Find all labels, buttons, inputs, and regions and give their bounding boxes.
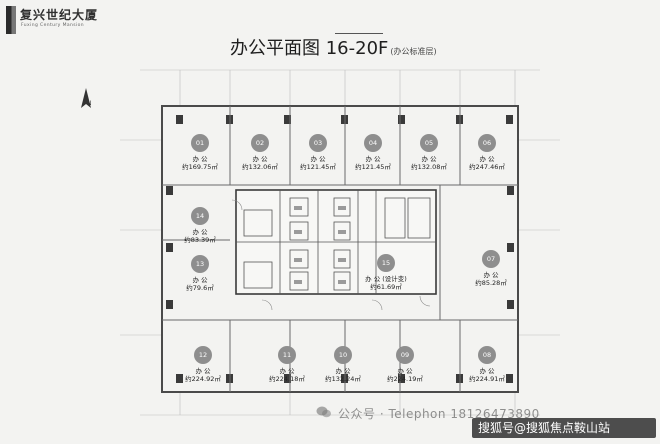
unit-number-badge: 10 [334, 346, 352, 364]
unit-area: 约169.75㎡ [182, 163, 218, 171]
unit-11: 11 办 公 约224.18㎡ [252, 346, 322, 383]
page-title-sub: (办公标准层) [390, 47, 437, 56]
unit-area: 约224.92㎡ [185, 375, 221, 383]
unit-label: 办 公 [192, 276, 208, 284]
unit-08: 08 办 公 约224.91㎡ [452, 346, 522, 383]
unit-area: 约121.45㎡ [355, 163, 391, 171]
unit-area: 约79.6㎡ [186, 284, 214, 292]
unit-label: 办 公 [365, 155, 381, 163]
unit-15: 15 办 公 (设计变) 约61.69㎡ [351, 254, 421, 291]
unit-label: 办 公 [192, 155, 208, 163]
unit-14: 14 办 公 约83.39㎡ [165, 207, 235, 244]
unit-area: 约224.91㎡ [469, 375, 505, 383]
unit-02: 02 办 公 约132.06㎡ [225, 134, 295, 171]
unit-label: 办 公 [483, 271, 499, 279]
unit-area: 约247.46㎡ [469, 163, 505, 171]
unit-area: 约61.69㎡ [370, 283, 402, 291]
unit-05: 05 办 公 约132.08㎡ [394, 134, 464, 171]
unit-12: 12 办 公 约224.92㎡ [168, 346, 238, 383]
unit-number-badge: 09 [396, 346, 414, 364]
unit-number-badge: 13 [191, 255, 209, 273]
brand-name-cn: 复兴世纪大厦 [20, 8, 99, 22]
unit-label: 办 公 [195, 367, 211, 375]
north-arrow-icon [80, 88, 92, 110]
unit-07: 07 办 公 约85.28㎡ [456, 250, 526, 287]
unit-04: 04 办 公 约121.45㎡ [338, 134, 408, 171]
page-title: 办公平面图 16-20F(办公标准层) [230, 34, 437, 60]
unit-label: 办 公 [397, 367, 413, 375]
unit-label: 办 公 (设计变) [365, 275, 407, 283]
unit-number-badge: 04 [364, 134, 382, 152]
unit-area: 约132.08㎡ [411, 163, 447, 171]
unit-number-badge: 06 [478, 134, 496, 152]
unit-area: 约121.45㎡ [300, 163, 336, 171]
unit-number-badge: 07 [482, 250, 500, 268]
unit-label: 办 公 [479, 155, 495, 163]
unit-number-badge: 01 [191, 134, 209, 152]
page-title-main: 办公平面图 16-20F [230, 38, 389, 59]
unit-area: 约83.39㎡ [184, 236, 216, 244]
unit-13: 13 办 公 约79.6㎡ [165, 255, 235, 292]
unit-label: 办 公 [479, 367, 495, 375]
unit-number-badge: 15 [377, 254, 395, 272]
watermark-text: 公众号 · Telephon 18126473890 [338, 407, 540, 421]
unit-number-badge: 05 [420, 134, 438, 152]
unit-number-badge: 08 [478, 346, 496, 364]
unit-number-badge: 14 [191, 207, 209, 225]
unit-label: 办 公 [252, 155, 268, 163]
unit-09: 09 办 公 约224.19㎡ [370, 346, 440, 383]
unit-03: 03 办 公 约121.45㎡ [283, 134, 353, 171]
sohu-source-badge: 搜狐号@搜狐焦点鞍山站 [472, 418, 656, 438]
unit-01: 01 办 公 约169.75㎡ [165, 134, 235, 171]
unit-label: 办 公 [310, 155, 326, 163]
title-rule [335, 33, 383, 34]
unit-10: 10 办 公 约132.24㎡ [308, 346, 378, 383]
unit-number-badge: 03 [309, 134, 327, 152]
unit-area: 约132.24㎡ [325, 375, 361, 383]
north-label: N [87, 100, 92, 107]
unit-label: 办 公 [192, 228, 208, 236]
unit-number-badge: 02 [251, 134, 269, 152]
unit-number-badge: 12 [194, 346, 212, 364]
unit-06: 06 办 公 约247.46㎡ [452, 134, 522, 171]
unit-label: 办 公 [279, 367, 295, 375]
unit-area: 约224.18㎡ [269, 375, 305, 383]
unit-number-badge: 11 [278, 346, 296, 364]
wechat-icon [316, 406, 331, 418]
brand-name-en: Fuxing Century Mansion [21, 23, 85, 28]
unit-label: 办 公 [421, 155, 437, 163]
unit-area: 约85.28㎡ [475, 279, 507, 287]
unit-area: 约132.06㎡ [242, 163, 278, 171]
unit-label: 办 公 [335, 367, 351, 375]
unit-area: 约224.19㎡ [387, 375, 423, 383]
brand-logo-icon [6, 6, 16, 34]
